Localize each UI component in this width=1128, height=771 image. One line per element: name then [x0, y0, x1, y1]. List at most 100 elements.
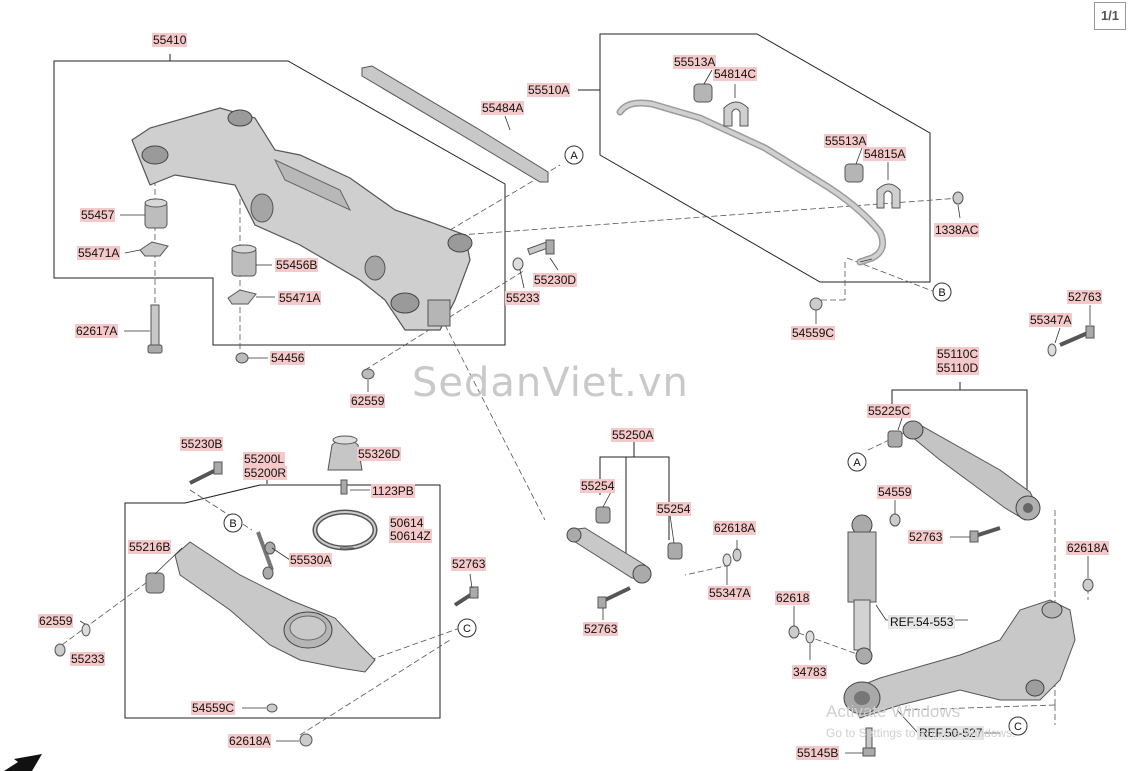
- spring-pad-50614: [312, 509, 378, 551]
- label-55254-1: 55254: [580, 479, 616, 493]
- label-55110D: 55110D: [936, 361, 980, 375]
- label-62559-2: 62559: [38, 614, 74, 628]
- label-52763-2: 52763: [908, 530, 944, 544]
- svg-text:C: C: [1014, 721, 1022, 733]
- label-34783: 34783: [792, 665, 828, 679]
- label-55233-1: 55233: [505, 291, 541, 305]
- label-55513A-2: 55513A: [824, 134, 868, 148]
- nut-54456: [235, 352, 249, 364]
- stabilizer-group-outline: [599, 33, 931, 283]
- label-55250A: 55250A: [611, 428, 655, 442]
- bolt-52763-1: [1059, 325, 1095, 347]
- label-55225C: 55225C: [867, 404, 912, 418]
- nut-54559C-2: [266, 703, 278, 713]
- label-62559-1: 62559: [350, 394, 386, 408]
- label-54815A: 54815A: [863, 147, 907, 161]
- trailing-arm-knuckle-part: [843, 599, 1076, 719]
- label-54559C-1: 54559C: [791, 326, 836, 340]
- svg-text:B: B: [229, 518, 236, 530]
- bolt-52763-4: [597, 586, 631, 609]
- link-bracket: [599, 456, 670, 540]
- bumper-55326D: [327, 435, 363, 471]
- label-55410: 55410: [152, 33, 188, 47]
- shock-absorber-part: [847, 514, 877, 665]
- label-55230D: 55230D: [533, 273, 578, 287]
- label-55471A-1: 55471A: [77, 246, 121, 260]
- label-50614: 50614: [389, 516, 425, 530]
- crossmember-group-outline: [53, 60, 506, 346]
- svg-text:A: A: [570, 150, 578, 162]
- stabilizer-bar-part: [616, 99, 887, 266]
- label-50614Z: 50614Z: [389, 529, 432, 543]
- label-55254-2: 55254: [656, 502, 692, 516]
- corner-arrow-icon: [4, 754, 42, 771]
- bushing-55457: [144, 198, 168, 229]
- callout-B-2: B: [223, 513, 243, 533]
- callout-B-1: B: [932, 282, 952, 302]
- label-55233-2: 55233: [70, 652, 106, 666]
- label-55510A: 55510A: [527, 83, 571, 97]
- nut-62618: [788, 625, 800, 639]
- bushing-55225C: [887, 430, 903, 448]
- bushing-55456B: [231, 244, 257, 277]
- washer-55347A-1: [1047, 343, 1057, 357]
- nut-62618A-2: [299, 733, 313, 747]
- label-62618A-3: 62618A: [713, 521, 757, 535]
- bolt-1123PB: [340, 479, 348, 495]
- callout-A-2: A: [847, 452, 867, 472]
- nut-62559-1: [361, 368, 375, 380]
- washer-55233-2: [81, 623, 91, 637]
- label-54814C: 54814C: [713, 67, 758, 81]
- label-55347A-2: 55347A: [708, 586, 752, 600]
- label-54559C-2: 54559C: [191, 701, 236, 715]
- label-52763-4: 52763: [583, 622, 619, 636]
- lower-arm-part: [174, 541, 376, 673]
- svg-text:B: B: [938, 287, 945, 299]
- label-1338AC: 1338AC: [934, 223, 980, 237]
- label-55326D: 55326D: [357, 447, 402, 461]
- label-55145B: 55145B: [796, 746, 840, 760]
- label-62617A: 62617A: [75, 324, 119, 338]
- washer-55347A-2: [722, 553, 732, 567]
- bolt-62617A: [147, 304, 163, 354]
- nut-62618A-1: [1082, 578, 1094, 592]
- label-62618A-1: 62618A: [1066, 541, 1110, 555]
- label-1123PB: 1123PB: [371, 484, 415, 498]
- nut-54559C-1: [809, 297, 823, 311]
- nut-1338AC: [952, 191, 964, 205]
- bushing-55513A-2: [844, 163, 864, 183]
- label-55200R: 55200R: [243, 466, 288, 480]
- link-55530A: [256, 531, 276, 580]
- bushing-55254-1: [595, 506, 611, 524]
- label-55230B: 55230B: [180, 437, 224, 451]
- label-54559: 54559: [877, 485, 913, 499]
- label-55110C: 55110C: [936, 347, 980, 361]
- bushing-55216B: [145, 572, 165, 594]
- callout-C-1: C: [457, 618, 477, 638]
- nut-62559-2: [54, 643, 66, 657]
- activate-windows-subtitle: Go to Settings to activate Windows.: [826, 726, 1016, 740]
- label-55457: 55457: [80, 208, 116, 222]
- ref-50-527[interactable]: REF.50-527: [917, 726, 985, 740]
- label-55347A-1: 55347A: [1029, 313, 1073, 327]
- svg-text:C: C: [463, 623, 471, 635]
- label-55216B: 55216B: [128, 540, 172, 554]
- label-52763-1: 52763: [1067, 290, 1103, 304]
- label-55530A: 55530A: [289, 553, 333, 567]
- nut-54559: [889, 513, 901, 527]
- label-52763-3: 52763: [451, 557, 487, 571]
- bolt-52763-3: [453, 586, 479, 607]
- label-55513A-1: 55513A: [673, 55, 717, 69]
- clamp-54815A: [876, 183, 901, 209]
- plate-55471A-1: [139, 241, 169, 257]
- label-55471A-2: 55471A: [278, 291, 322, 305]
- bushing-55254-2: [667, 542, 683, 560]
- ref-54-553[interactable]: REF.54-553: [888, 615, 956, 629]
- label-54456: 54456: [270, 351, 306, 365]
- label-55200L: 55200L: [243, 452, 286, 466]
- label-55484A: 55484A: [481, 101, 525, 115]
- activate-windows-title: Activate Windows: [826, 702, 961, 721]
- link-55250A-part: [566, 527, 652, 584]
- bolt-55145B: [862, 727, 876, 757]
